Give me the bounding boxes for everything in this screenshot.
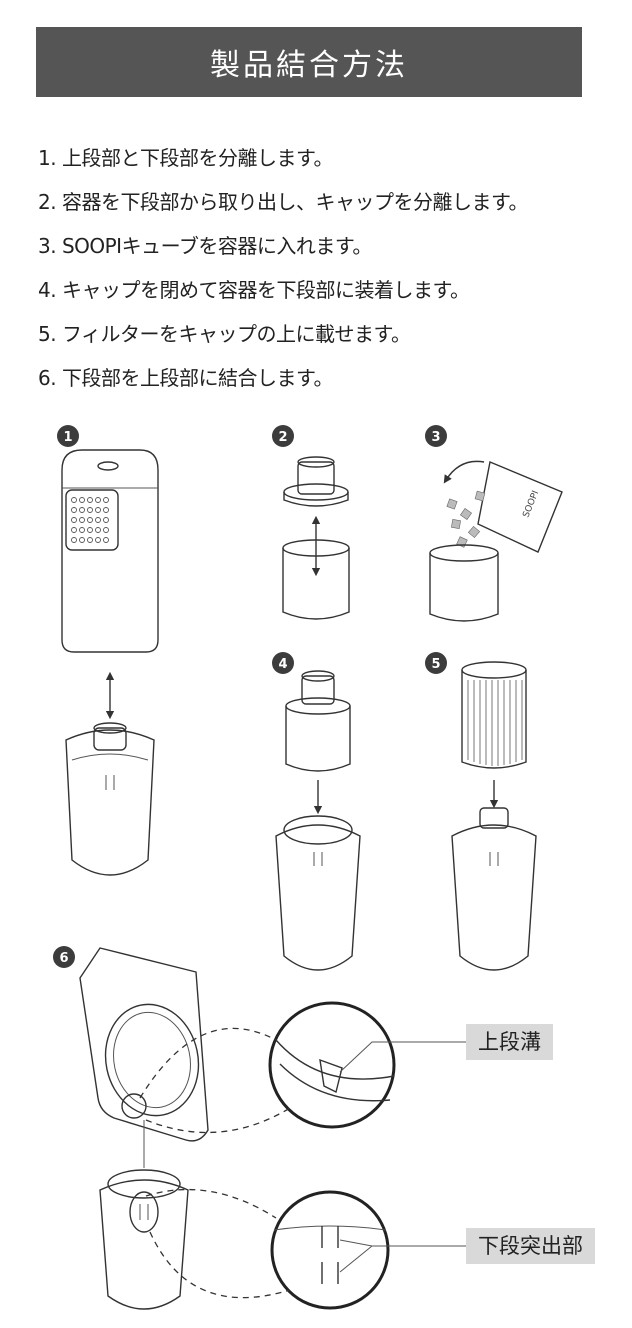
svg-text:5: 5 [431, 657, 440, 672]
callout-upper-groove: 上段溝 [466, 1024, 553, 1060]
instruction-list: 1. 上段部と下段部を分離します。 2. 容器を下段部から取り出し、キャップを分… [38, 136, 528, 400]
container-drawing-2 [282, 539, 350, 620]
callout-lower-protrusion: 下段突出部 [466, 1228, 595, 1264]
instruction-step-3: 3. SOOPIキューブを容器に入れます。 [38, 234, 372, 258]
lower-unit-drawing-5 [451, 807, 537, 971]
zoom-upper-groove [268, 1001, 396, 1129]
pour-arrow [443, 460, 485, 484]
soopi-package-label: SOOPI [522, 489, 542, 519]
instruction-step-5: 5. フィルターをキャップの上に載せます。 [38, 322, 411, 346]
callout-upper-groove-text: 上段溝 [478, 1030, 541, 1054]
step-badge-2: 2 [272, 425, 294, 447]
svg-text:6: 6 [59, 951, 68, 966]
callout-leader-lower-protrusion-2 [339, 1245, 373, 1273]
lower-unit-drawing-4 [275, 815, 361, 971]
zoom-connector-1a [139, 1027, 277, 1099]
svg-text:4: 4 [278, 657, 287, 672]
page-title-text: 製品結合方法 [210, 48, 408, 83]
svg-text:1: 1 [63, 430, 72, 445]
instruction-step-4: 4. キャップを閉めて容器を下段部に装着します。 [38, 278, 470, 302]
filter-drawing [461, 661, 527, 769]
upper-unit-drawing [61, 449, 159, 653]
zoom-connector-2a [145, 1188, 277, 1219]
page-title: 製品結合方法 [36, 27, 582, 97]
callout-leader-upper-groove [339, 1041, 466, 1073]
instruction-step-2: 2. 容器を下段部から取り出し、キャップを分離します。 [38, 190, 528, 214]
lower-unit-drawing-6 [99, 1169, 189, 1310]
instruction-step-1: 1. 上段部と下段部を分離します。 [38, 146, 333, 170]
soopi-cubes [446, 490, 486, 548]
step-badge-4: 4 [272, 652, 294, 674]
callout-lower-protrusion-text: 下段突出部 [478, 1234, 583, 1258]
zoom-connector-1b [145, 1107, 291, 1134]
zoom-lower-protrusion [270, 1190, 390, 1310]
step-badge-5: 5 [425, 652, 447, 674]
svg-text:3: 3 [431, 430, 440, 445]
svg-text:2: 2 [278, 430, 287, 445]
step-badge-6: 6 [53, 946, 75, 968]
container-drawing-3 [429, 544, 499, 622]
zoom-connector-2b [149, 1231, 291, 1299]
cap-drawing [283, 456, 349, 507]
soopi-package-drawing: SOOPI [477, 461, 563, 553]
step-badge-3: 3 [425, 425, 447, 447]
container-with-cap-drawing [285, 670, 351, 772]
upper-unit-tilted-drawing [79, 947, 209, 1142]
lower-unit-drawing-1 [65, 722, 155, 876]
instruction-step-6: 6. 下段部を上段部に結合します。 [38, 366, 333, 390]
step-badge-1: 1 [57, 425, 79, 447]
